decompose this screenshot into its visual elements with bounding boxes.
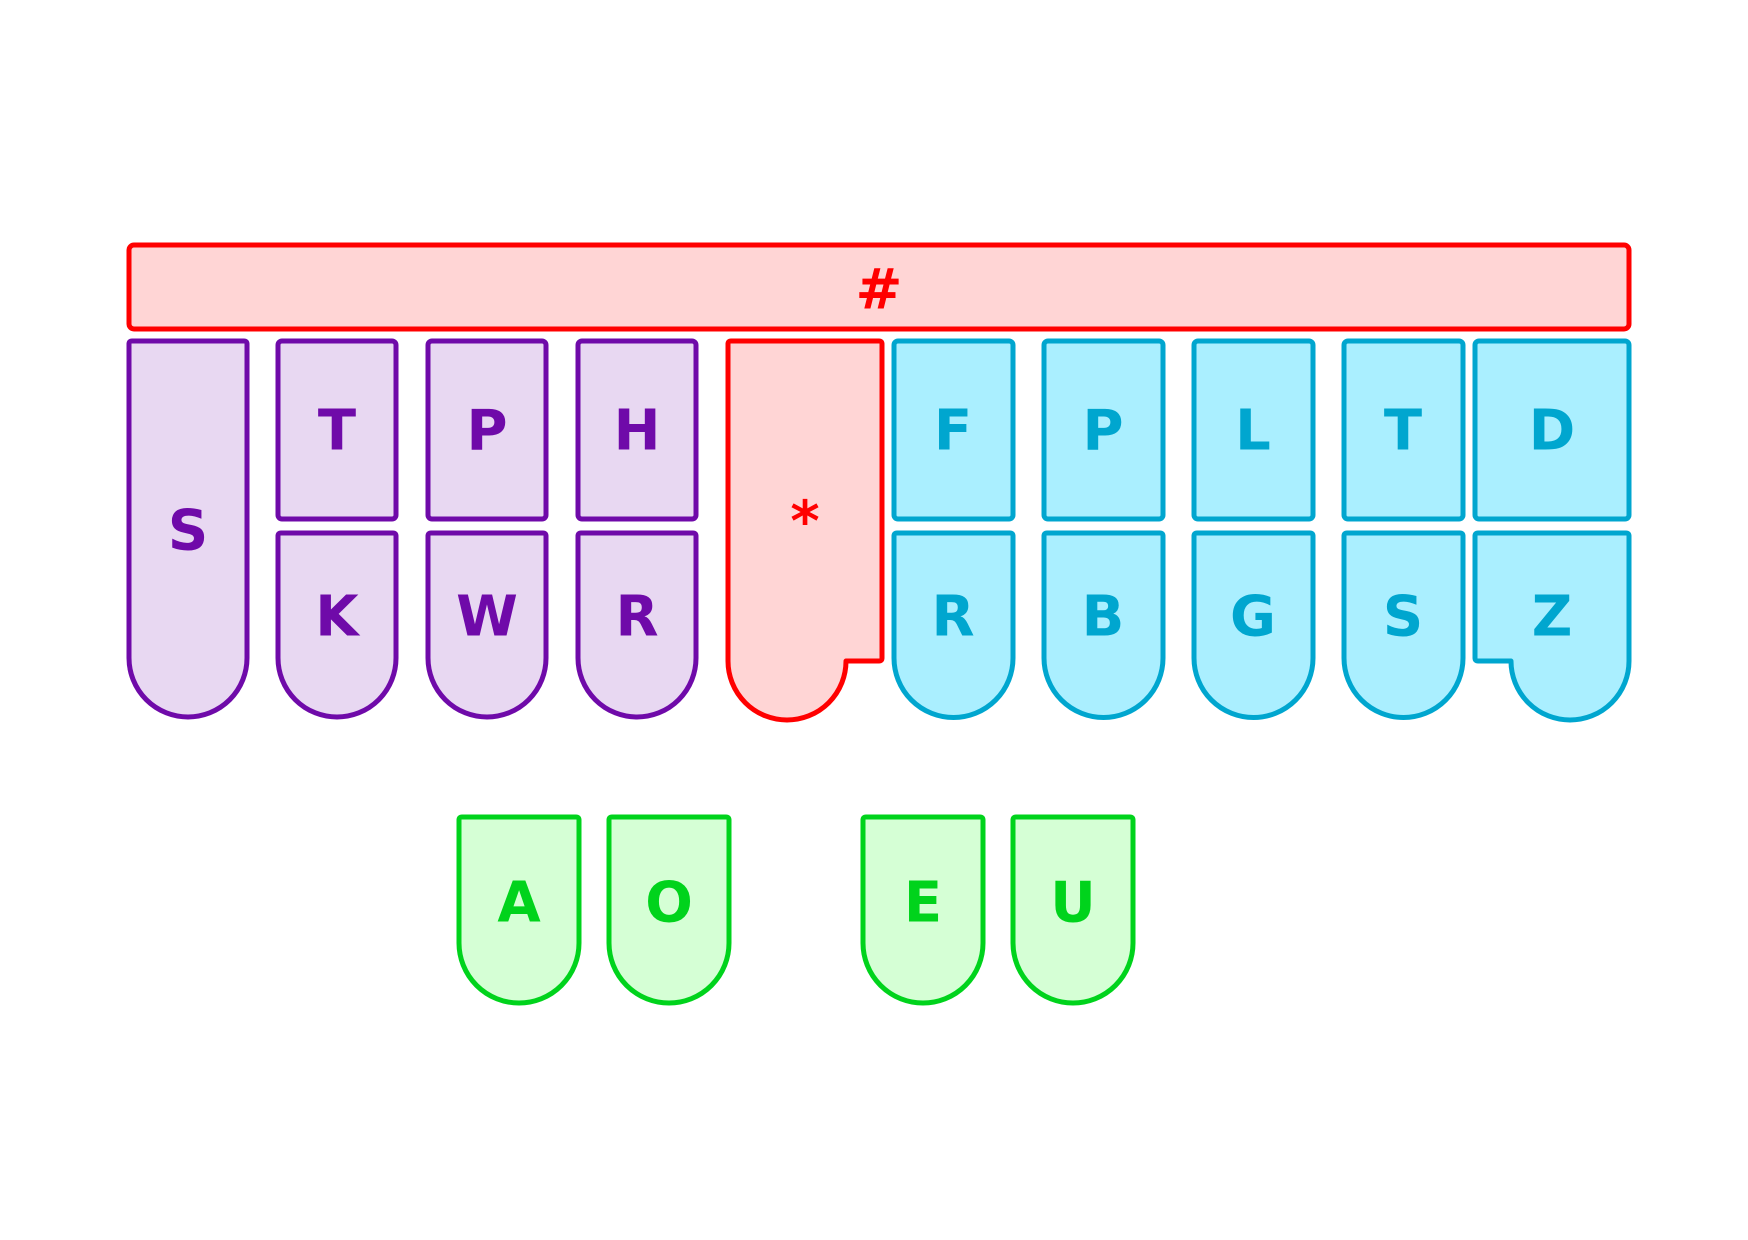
right-key-b-shape [1041, 530, 1166, 720]
right-key-t: T [1341, 338, 1466, 522]
left-key-w-label: W [456, 585, 518, 650]
right-key-l-label: L [1235, 399, 1271, 464]
right-key-r-shape [891, 530, 1016, 720]
right-key-t-label: T [1384, 399, 1422, 464]
right-key-f-label: F [934, 399, 972, 464]
left-key-w: W [425, 530, 549, 720]
vowel-key-u-label: U [1050, 871, 1095, 936]
vowel-key-o-label: O [645, 871, 693, 936]
vowel-key-o-shape [606, 814, 732, 1006]
right-key-g-shape [1191, 530, 1316, 720]
left-key-t-shape [275, 338, 399, 522]
left-key-s-shape [126, 338, 250, 720]
right-key-g: G [1191, 530, 1316, 720]
right-key-z-shape [1472, 530, 1632, 723]
right-key-l-shape [1191, 338, 1316, 522]
left-key-t: T [275, 338, 399, 522]
right-key-p: P [1041, 338, 1166, 522]
left-key-w-shape [425, 530, 549, 720]
left-key-k-shape [275, 530, 399, 720]
left-key-r: R [575, 530, 699, 720]
right-key-d-shape [1472, 338, 1632, 522]
right-key-s: S [1341, 530, 1466, 720]
vowel-key-a: A [456, 814, 582, 1006]
number-bar-key: # [126, 242, 1632, 332]
right-key-d: D [1472, 338, 1632, 522]
left-key-p: P [425, 338, 549, 522]
left-key-r-shape [575, 530, 699, 720]
vowel-key-e: E [860, 814, 986, 1006]
right-key-p-label: P [1082, 399, 1123, 464]
right-key-s-label: S [1383, 585, 1423, 650]
right-bank: F P L T D R B G [891, 338, 1632, 723]
right-key-l: L [1191, 338, 1316, 522]
vowel-key-e-shape [860, 814, 986, 1006]
right-key-g-label: G [1230, 585, 1276, 650]
right-key-b: B [1041, 530, 1166, 720]
right-key-f-shape [891, 338, 1016, 522]
asterisk-key-label: * [790, 490, 819, 555]
left-key-t-label: T [318, 399, 356, 464]
right-key-d-label: D [1529, 399, 1575, 464]
vowel-key-e-label: E [904, 871, 942, 936]
left-key-s-label: S [168, 499, 208, 564]
asterisk-key-shape [725, 338, 885, 723]
left-key-s: S [126, 338, 250, 720]
number-bar-label: # [856, 258, 903, 323]
left-key-k: K [275, 530, 399, 720]
vowel-keys: A O E U [456, 814, 1136, 1006]
right-key-r-label: R [931, 585, 974, 650]
vowel-key-a-label: A [497, 871, 541, 936]
left-bank: S T P H K W R [126, 338, 699, 720]
vowel-key-u: U [1010, 814, 1136, 1006]
right-key-b-label: B [1082, 585, 1125, 650]
left-key-h-shape [575, 338, 699, 522]
left-key-p-label: P [466, 399, 507, 464]
vowel-key-a-shape [456, 814, 582, 1006]
left-key-h-label: H [614, 399, 661, 464]
left-key-r-label: R [615, 585, 658, 650]
left-key-h: H [575, 338, 699, 522]
right-key-s-shape [1341, 530, 1466, 720]
vowel-key-o: O [606, 814, 732, 1006]
asterisk-key: * [725, 338, 885, 723]
right-key-t-shape [1341, 338, 1466, 522]
vowel-key-u-shape [1010, 814, 1136, 1006]
right-key-r: R [891, 530, 1016, 720]
right-key-p-shape [1041, 338, 1166, 522]
right-key-z-label: Z [1532, 585, 1573, 650]
right-key-f: F [891, 338, 1016, 522]
left-key-p-shape [425, 338, 549, 522]
right-key-z: Z [1472, 530, 1632, 723]
number-bar-shape [126, 242, 1632, 332]
left-key-k-label: K [315, 585, 361, 650]
